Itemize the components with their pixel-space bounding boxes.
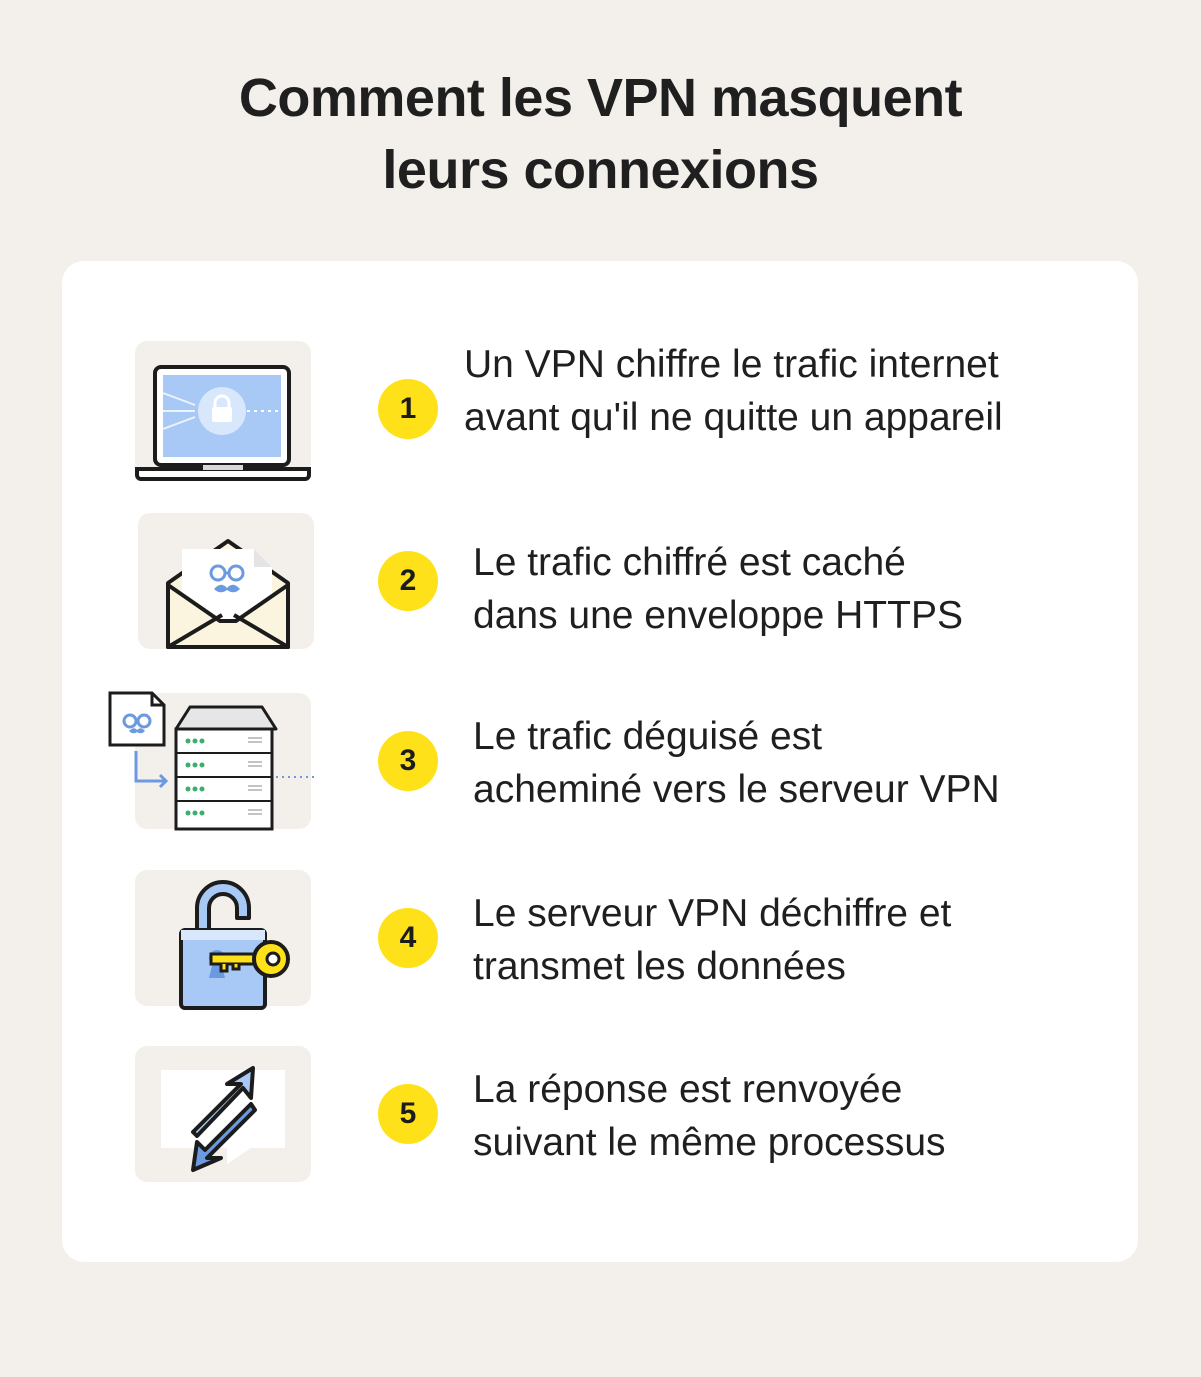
step-text-line-1: Le serveur VPN déchiffre et [473,892,952,935]
laptop-lock-icon [135,365,311,481]
title-line-2: leurs connexions [382,140,819,200]
step-description: La réponse est renvoyée suivant le même … [473,1063,946,1169]
step-text-line-1: Le trafic déguisé est [473,715,823,758]
page-title: Comment les VPN masquent leurs connexion… [0,62,1201,206]
step-4: 4 Le serveur VPN déchiffre et transmet l… [62,870,1138,1010]
step-description: Un VPN chiffre le trafic internet avant … [464,338,1003,444]
step-1: 1 Un VPN chiffre le trafic internet avan… [62,341,1138,481]
step-number-badge: 2 [378,551,438,611]
exchange-arrows-icon [161,1066,285,1172]
step-text-line-2: dans une enveloppe HTTPS [473,594,963,637]
step-number-badge: 1 [378,379,438,439]
step-text-line-1: La réponse est renvoyée [473,1068,903,1111]
step-description: Le trafic déguisé est acheminé vers le s… [473,710,1000,816]
step-2: 2 Le trafic chiffré est caché dans une e… [62,513,1138,653]
server-icon [108,691,314,831]
unlocked-padlock-key-icon [179,880,290,1010]
step-5: 5 La réponse est renvoyée suivant le mêm… [62,1046,1138,1186]
step-text-line-2: suivant le même processus [473,1121,946,1164]
step-number-badge: 5 [378,1084,438,1144]
envelope-icon [166,539,290,649]
title-line-1: Comment les VPN masquent [238,68,963,128]
step-3: 3 Le trafic déguisé est acheminé vers le… [62,691,1138,833]
step-description: Le serveur VPN déchiffre et transmet les… [473,887,951,993]
step-text-line-2: avant qu'il ne quitte un appareil [464,396,1003,439]
step-text-line-1: Le trafic chiffré est caché [473,541,906,584]
step-description: Le trafic chiffré est caché dans une env… [473,536,963,642]
step-text-line-1: Un VPN chiffre le trafic internet [464,343,999,386]
step-number-badge: 4 [378,908,438,968]
steps-card: 1 Un VPN chiffre le trafic internet avan… [62,261,1138,1262]
step-text-line-2: acheminé vers le serveur VPN [473,768,1000,811]
step-text-line-2: transmet les données [473,945,846,988]
step-number-badge: 3 [378,731,438,791]
